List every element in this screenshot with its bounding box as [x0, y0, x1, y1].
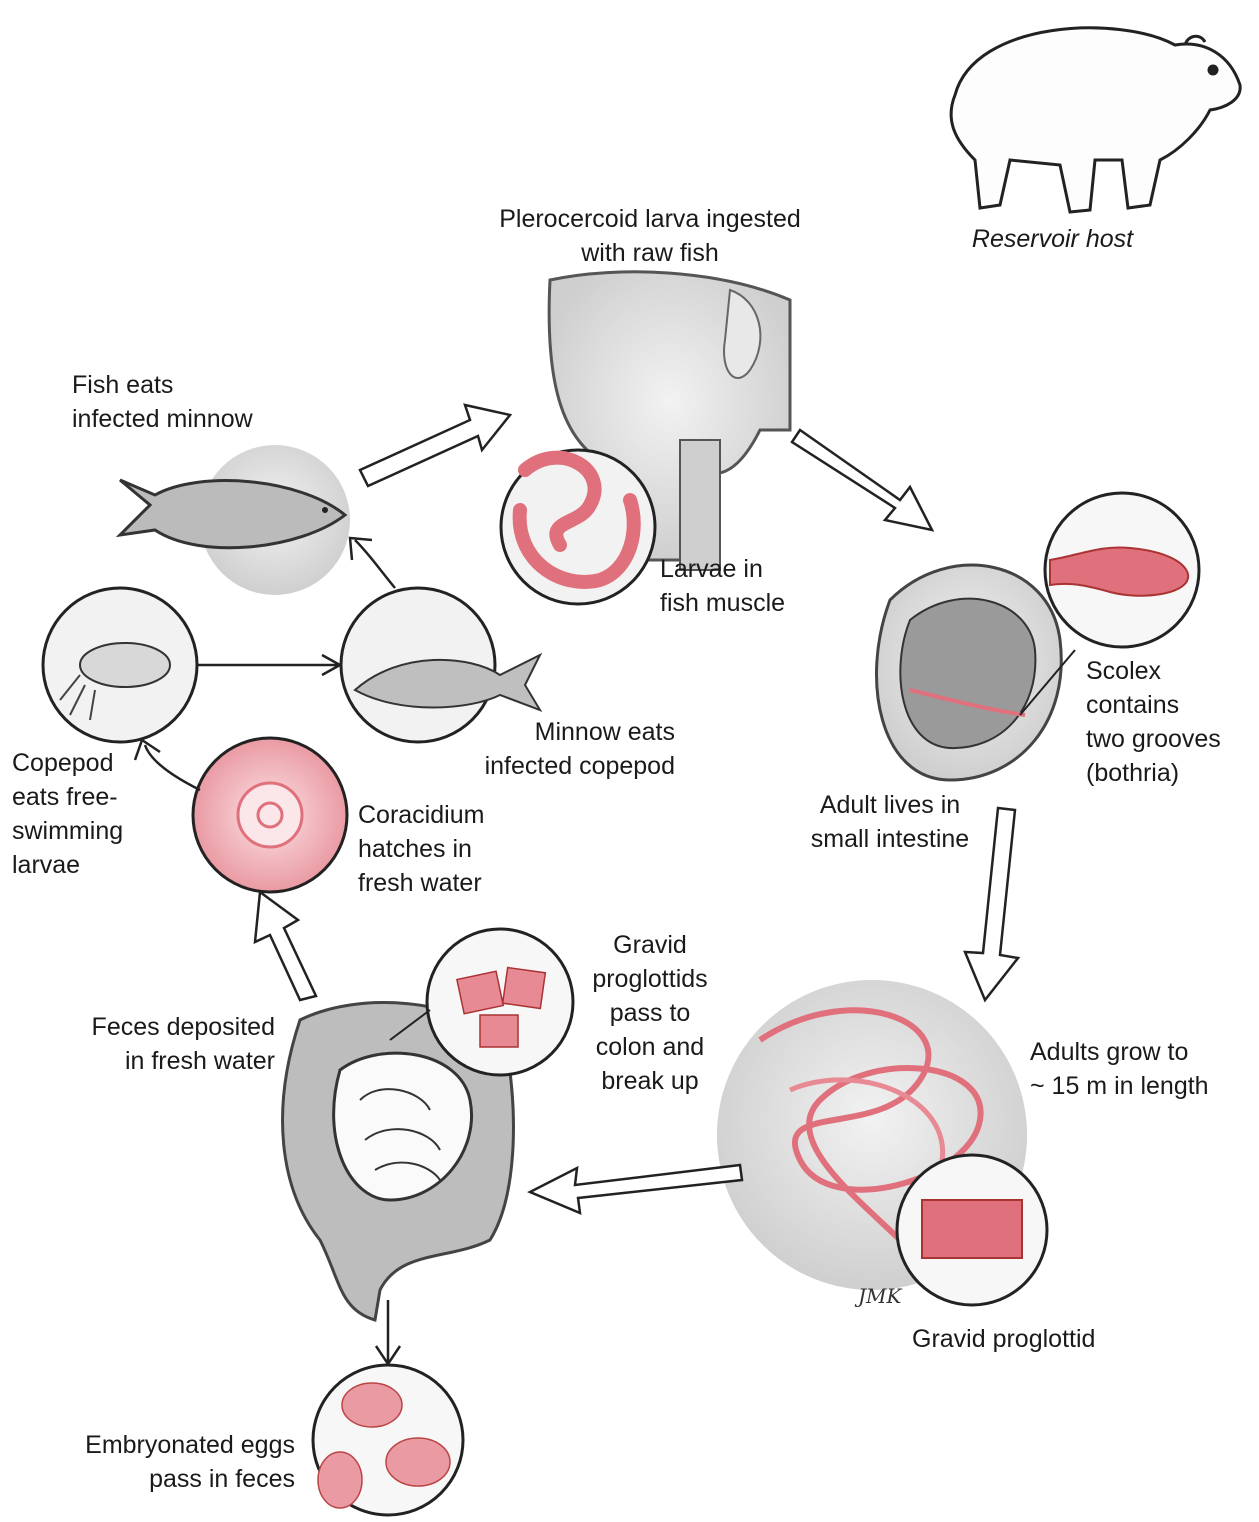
copepod-circle — [43, 588, 197, 742]
arrow-head-to-intestine — [792, 430, 932, 530]
adults-grow-label: Adults grow to ~ 15 m in length — [1030, 1035, 1255, 1103]
fish-eats-minnow-label: Fish eats infected minnow — [72, 368, 312, 436]
gravid-proglottid-circle — [897, 1155, 1047, 1305]
scolex-circle — [1045, 493, 1199, 647]
larvae-in-fish-muscle-label: Larvae in fish muscle — [660, 552, 830, 620]
reservoir-host-label: Reservoir host — [940, 222, 1165, 256]
arrow-minnow-to-fish — [350, 538, 395, 588]
copepod-eats-label: Copepod eats free- swimming larvae — [12, 746, 162, 882]
arrow-feces-to-coracidium — [255, 892, 316, 1000]
minnow-eats-label: Minnow eats infected copepod — [420, 715, 675, 783]
artist-signature: JMK — [858, 1284, 901, 1308]
coracidium-circle — [193, 738, 347, 892]
larvae-in-muscle-circle — [501, 450, 655, 604]
arrow-copepod-to-minnow — [198, 655, 340, 675]
bear-icon — [951, 28, 1240, 212]
gravid-proglottid-label: Gravid proglottid — [912, 1322, 1137, 1356]
feces-deposited-label: Feces deposited in fresh water — [40, 1010, 275, 1078]
arrow-adult-to-colon — [530, 1165, 742, 1213]
coracidium-label: Coracidium hatches in fresh water — [358, 798, 528, 900]
plerocercoid-label: Plerocercoid larva ingested with raw fis… — [455, 202, 845, 270]
scolex-label: Scolex contains two grooves (bothria) — [1086, 654, 1256, 790]
arrow-colon-to-eggs — [376, 1300, 400, 1364]
embryonated-eggs-label: Embryonated eggs pass in feces — [30, 1428, 295, 1496]
fish-illustration — [120, 445, 350, 595]
gravid-proglottids-pass-label: Gravid proglottids pass to colon and bre… — [565, 928, 735, 1098]
adult-lives-label: Adult lives in small intestine — [770, 788, 1010, 856]
eggs-circle — [313, 1365, 463, 1515]
arrow-fish-to-head — [360, 405, 510, 486]
small-intestine-illustration — [877, 565, 1076, 780]
